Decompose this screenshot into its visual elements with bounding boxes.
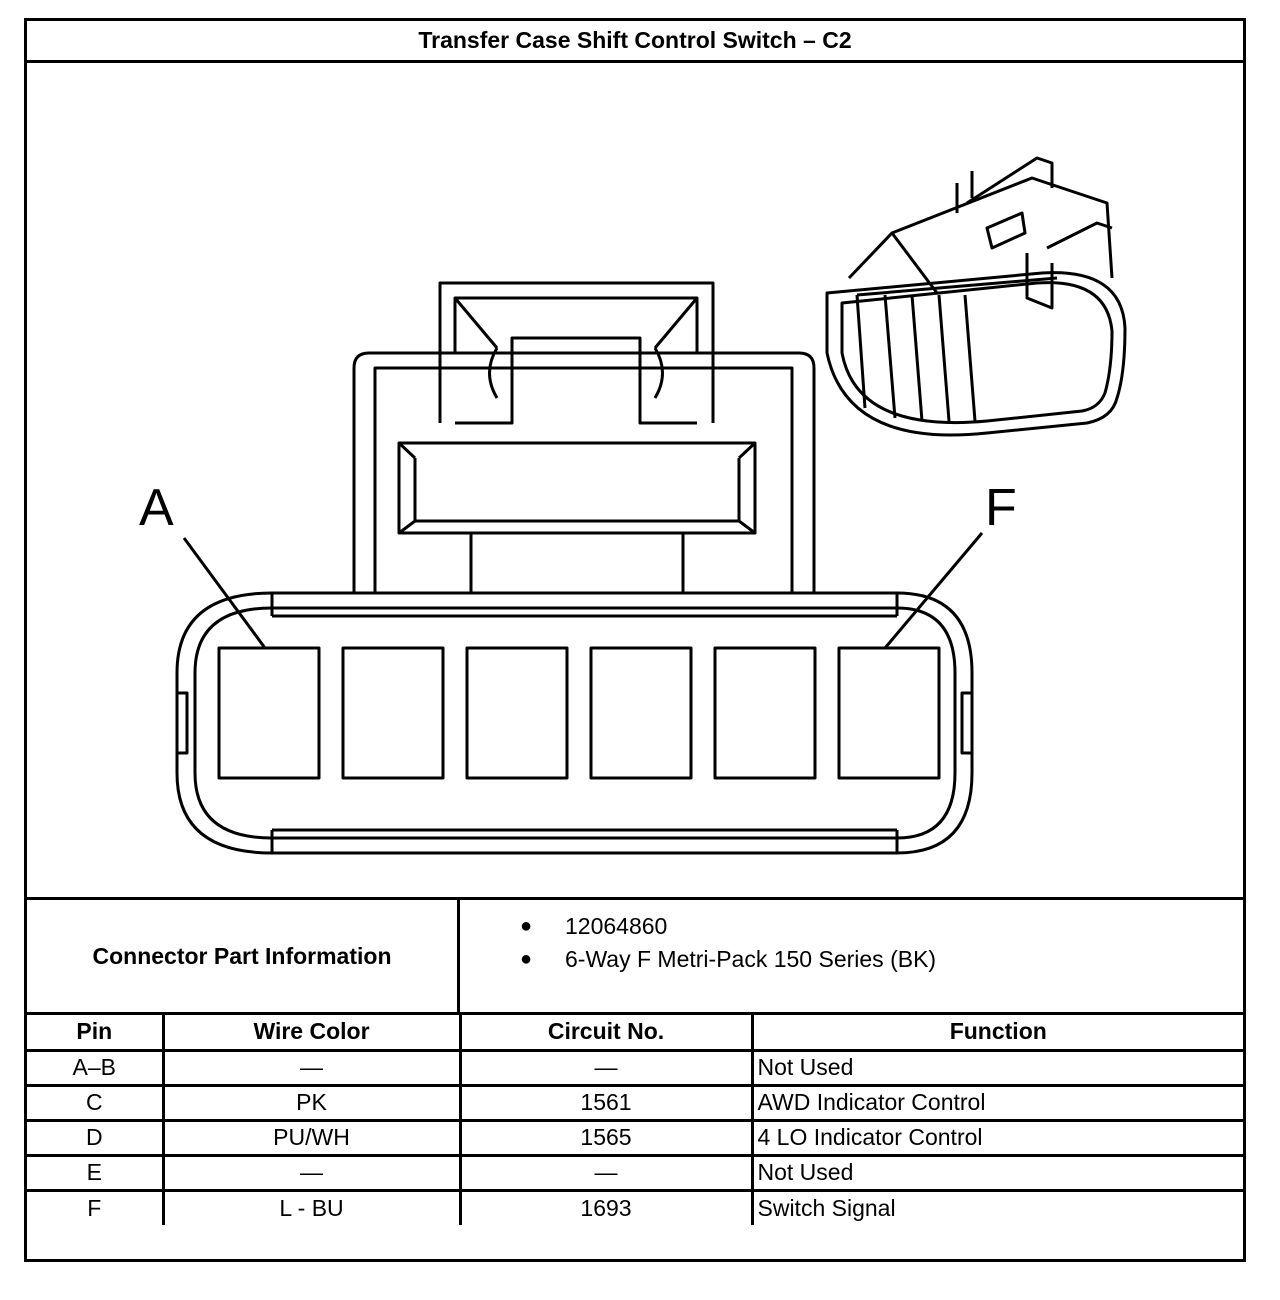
part-number: 12064860 [565, 913, 668, 939]
function-cell: Not Used [750, 1048, 1243, 1087]
pin-cell: F [27, 1188, 165, 1225]
table-row: F L - BU 1693 Switch Signal [27, 1188, 1243, 1225]
circuit-cell: 1693 [458, 1188, 754, 1225]
connector-part-information: Connector Part Information ● 12064860 ● … [27, 897, 1243, 1015]
function-cell: Not Used [750, 1153, 1243, 1192]
column-header-function: Function [750, 1015, 1243, 1052]
wire-color-cell: — [161, 1048, 462, 1087]
leader-line-f [883, 532, 984, 649]
list-item: ● 6-Way F Metri-Pack 150 Series (BK) [520, 943, 1243, 976]
table-row: D PU/WH 1565 4 LO Indicator Control [27, 1118, 1243, 1157]
connector-diagram: A F [27, 63, 1243, 897]
function-cell: AWD Indicator Control [750, 1083, 1243, 1122]
bullet-icon: ● [520, 915, 533, 937]
column-header-circuit: Circuit No. [458, 1015, 754, 1052]
cavity-c [465, 646, 569, 780]
column-header-pin: Pin [27, 1015, 165, 1052]
connector-description: 6-Way F Metri-Pack 150 Series (BK) [565, 946, 937, 972]
pin-label-a: A [139, 479, 174, 537]
locking-tab [438, 281, 715, 353]
circuit-cell: 1565 [458, 1118, 754, 1157]
leader-line-a [182, 537, 267, 649]
table-row: C PK 1561 AWD Indicator Control [27, 1083, 1243, 1122]
circuit-cell: — [458, 1153, 754, 1192]
wire-color-cell: PK [161, 1083, 462, 1122]
cavity-e [713, 646, 817, 780]
connector-face-drawing: A F [139, 156, 1127, 855]
connector-info-label: Connector Part Information [27, 900, 460, 1012]
wire-color-cell: L - BU [161, 1188, 462, 1225]
circuit-cell: 1561 [458, 1083, 754, 1122]
table-row: A–B — — Not Used [27, 1048, 1243, 1087]
housing-upper [352, 351, 816, 593]
connector-sheet: Transfer Case Shift Control Switch – C2 [24, 18, 1246, 1262]
list-item: ● 12064860 [520, 910, 1243, 943]
pin-cell: C [27, 1083, 165, 1122]
cavity-a [217, 646, 321, 780]
page-title: Transfer Case Shift Control Switch – C2 [27, 21, 1243, 63]
pinout-table: Pin Wire Color Circuit No. Function A–B … [27, 1015, 1243, 1225]
function-cell: Switch Signal [750, 1188, 1243, 1225]
cavity-b [341, 646, 445, 780]
cavity-d [589, 646, 693, 780]
connector-isometric-view [825, 156, 1127, 437]
bullet-icon: ● [520, 948, 533, 970]
cavity-f [837, 646, 941, 780]
pin-label-f: F [985, 479, 1017, 537]
circuit-cell: — [458, 1048, 754, 1087]
table-header-row: Pin Wire Color Circuit No. Function [27, 1015, 1243, 1052]
pin-cell: E [27, 1153, 165, 1192]
wire-color-cell: — [161, 1153, 462, 1192]
column-header-wire-color: Wire Color [161, 1015, 462, 1052]
pin-cell: A–B [27, 1048, 165, 1087]
wire-color-cell: PU/WH [161, 1118, 462, 1157]
connector-body [175, 591, 974, 855]
table-row: E — — Not Used [27, 1153, 1243, 1192]
pin-cell: D [27, 1118, 165, 1157]
function-cell: 4 LO Indicator Control [750, 1118, 1243, 1157]
connector-info-list: ● 12064860 ● 6-Way F Metri-Pack 150 Seri… [460, 900, 1243, 1012]
